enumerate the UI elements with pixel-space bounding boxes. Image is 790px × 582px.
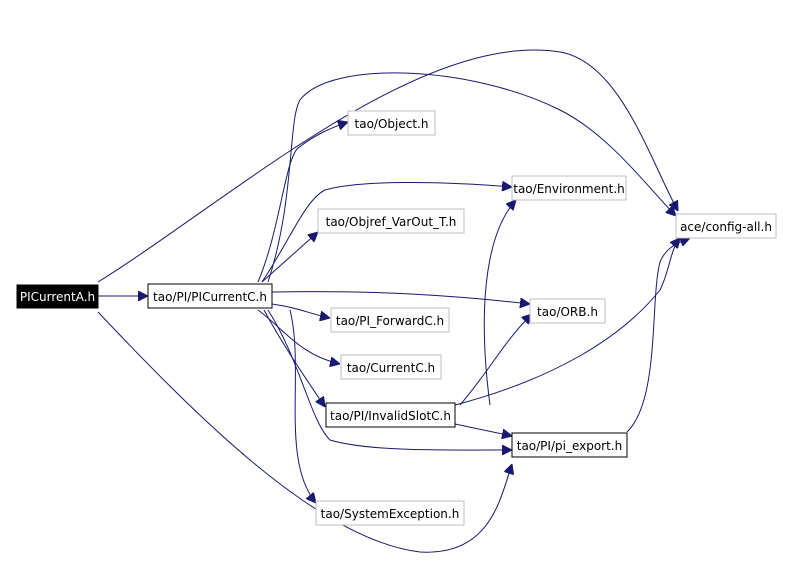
edge-picurrentc-to-current bbox=[257, 309, 340, 364]
node-picurrenta[interactable]: PICurrentA.h bbox=[16, 284, 99, 309]
node-sysexc[interactable]: tao/SystemException.h bbox=[315, 500, 465, 526]
node-label-config: ace/config-all.h bbox=[680, 220, 772, 234]
edge-picurrentc-to-orb bbox=[271, 291, 530, 304]
node-label-invalid: tao/PI/InvalidSlotC.h bbox=[330, 409, 451, 423]
node-object[interactable]: tao/Object.h bbox=[347, 110, 436, 136]
edge-invalid-to-environment bbox=[483, 200, 516, 406]
edge-invalid-to-piexport bbox=[454, 423, 512, 436]
node-config[interactable]: ace/config-all.h bbox=[675, 213, 777, 239]
edge-invalid-to-orb bbox=[459, 314, 532, 406]
edge-picurrentc-to-environment bbox=[261, 182, 512, 283]
node-label-piexport: tao/PI/pi_export.h bbox=[517, 439, 623, 453]
node-invalid[interactable]: tao/PI/InvalidSlotC.h bbox=[325, 402, 456, 428]
edge-picurrentc-to-piexport bbox=[267, 309, 512, 450]
edge-picurrentc-to-object bbox=[257, 122, 348, 283]
edge-invalid-to-config bbox=[454, 238, 680, 406]
node-label-forward: tao/PI_ForwardC.h bbox=[336, 314, 444, 328]
node-environment[interactable]: tao/Environment.h bbox=[511, 175, 627, 201]
edges bbox=[97, 49, 690, 553]
edge-picurrentc-to-config bbox=[267, 72, 676, 283]
node-picurrentc[interactable]: tao/PI/PICurrentC.h bbox=[147, 283, 273, 309]
node-label-picurrentc: tao/PI/PICurrentC.h bbox=[153, 290, 267, 304]
node-piexport[interactable]: tao/PI/pi_export.h bbox=[511, 432, 628, 458]
node-label-object: tao/Object.h bbox=[355, 117, 429, 131]
node-current[interactable]: tao/CurrentC.h bbox=[340, 354, 442, 380]
edge-picurrentc-to-sysexc bbox=[289, 309, 316, 503]
node-label-objref: tao/Objref_VarOut_T.h bbox=[326, 215, 457, 229]
node-objref[interactable]: tao/Objref_VarOut_T.h bbox=[317, 208, 465, 234]
node-label-picurrenta: PICurrentA.h bbox=[20, 290, 95, 304]
edge-picurrenta-to-config bbox=[97, 49, 678, 283]
edge-piexport-to-config bbox=[626, 238, 690, 433]
node-orb[interactable]: tao/ORB.h bbox=[529, 298, 606, 324]
edge-picurrenta-to-piexport bbox=[97, 311, 512, 553]
node-label-environment: tao/Environment.h bbox=[513, 182, 625, 196]
node-label-orb: tao/ORB.h bbox=[537, 305, 598, 319]
edge-picurrentc-to-forward bbox=[271, 303, 330, 318]
node-label-sysexc: tao/SystemException.h bbox=[321, 507, 460, 521]
edge-picurrentc-to-invalid bbox=[263, 309, 325, 407]
node-label-current: tao/CurrentC.h bbox=[347, 361, 435, 375]
node-forward[interactable]: tao/PI_ForwardC.h bbox=[330, 307, 450, 333]
edge-picurrentc-to-objref bbox=[261, 232, 318, 283]
